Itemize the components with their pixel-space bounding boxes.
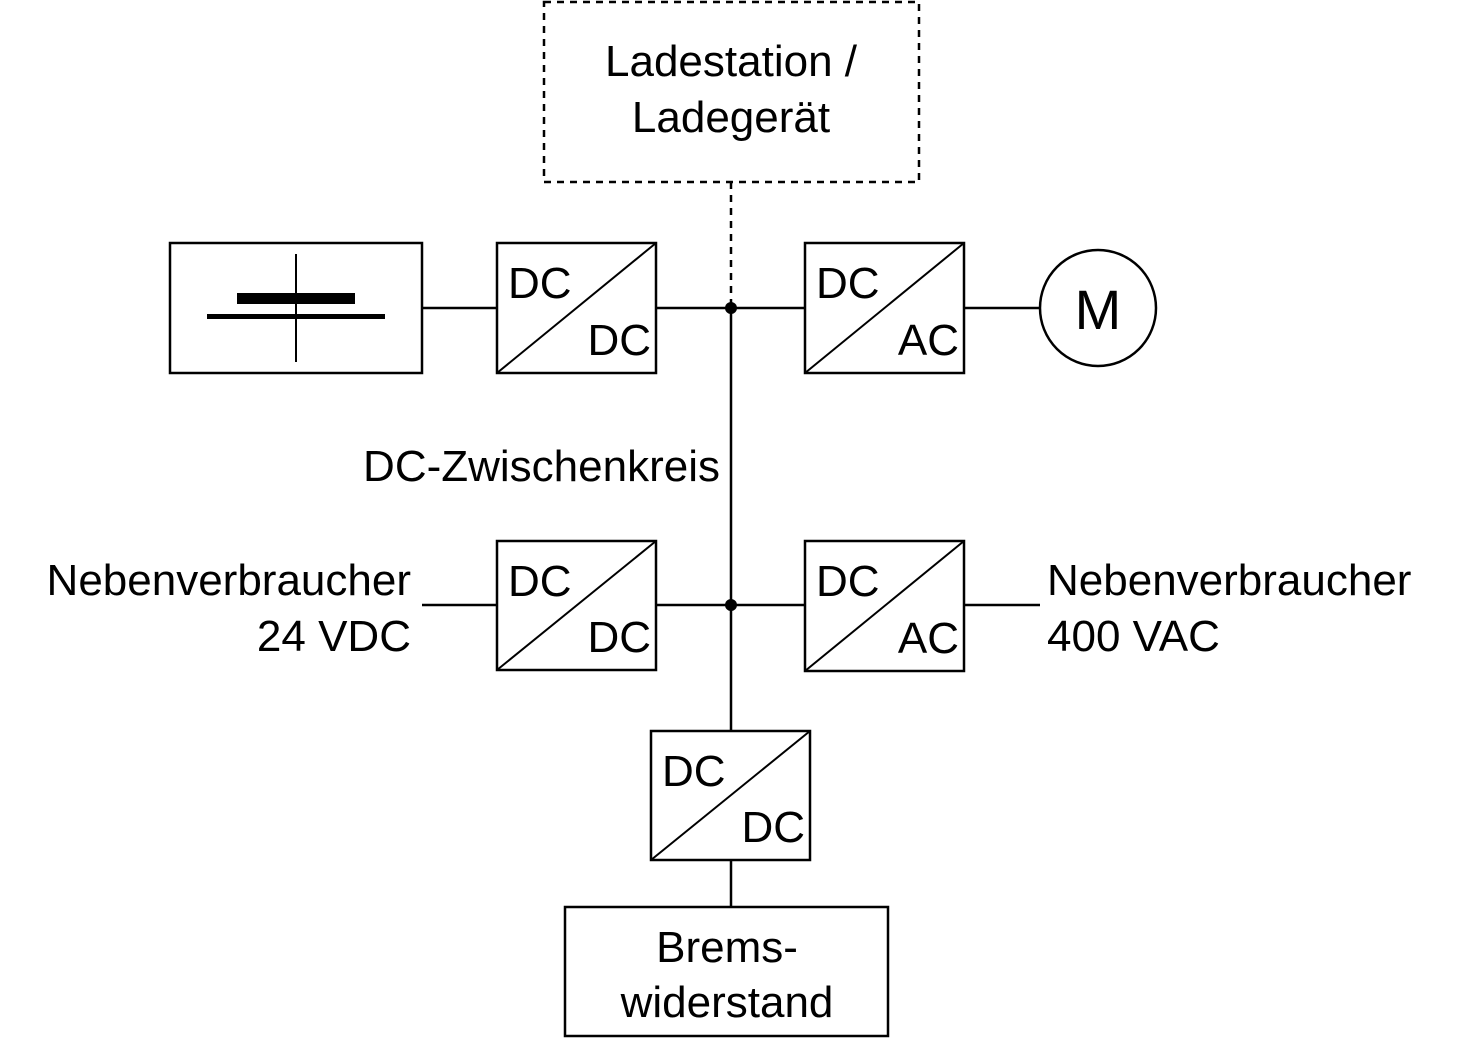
converter-output-label: DC — [587, 316, 651, 365]
charger-label-line1: Ladestation / — [605, 37, 858, 86]
converter-diagonal — [804, 540, 965, 672]
converter-battery-dcdc: DC DC — [495, 241, 658, 375]
converter-aux400-dcac: DC AC — [803, 539, 966, 673]
junction-dot-middle — [725, 599, 737, 611]
converter-input-label: DC — [816, 259, 880, 308]
converter-brake-dcdc: DC DC — [649, 729, 812, 862]
converter-diagonal — [650, 730, 811, 861]
converter-input-label: DC — [816, 557, 880, 606]
wires — [422, 182, 1040, 907]
converter-output-label: DC — [741, 803, 805, 852]
converter-input-label: DC — [508, 259, 572, 308]
brake-resistor-line1: Brems- — [656, 923, 798, 972]
charger-label-line2: Ladegerät — [632, 93, 830, 142]
motor: M — [1038, 248, 1158, 368]
converter-output-label: AC — [898, 316, 959, 365]
dc-link-label: DC-Zwischenkreis — [363, 442, 720, 491]
aux-left-line2: 24 VDC — [257, 612, 411, 661]
converter-diagonal — [496, 242, 657, 374]
battery-box — [168, 241, 424, 375]
converter-input-label: DC — [508, 557, 572, 606]
brake-resistor-line2: widerstand — [620, 978, 834, 1027]
converter-diagonal — [496, 540, 657, 671]
converter-output-label: DC — [587, 613, 651, 662]
converter-aux24-dcdc: DC DC — [495, 539, 658, 672]
brake-resistor-box: Brems- widerstand — [563, 905, 890, 1038]
converter-diagonal — [804, 242, 965, 374]
aux-consumer-24vdc-label: Nebenverbraucher 24 VDC — [47, 556, 411, 661]
converter-input-label: DC — [662, 747, 726, 796]
junction-dot-top — [725, 302, 737, 314]
motor-label: M — [1075, 278, 1122, 341]
aux-left-line1: Nebenverbraucher — [47, 556, 411, 605]
converter-motor-dcac: DC AC — [803, 241, 966, 375]
aux-consumer-400vac-label: Nebenverbraucher 400 VAC — [1047, 556, 1411, 661]
charger-box: Ladestation / Ladegerät — [542, 0, 921, 184]
aux-right-line2: 400 VAC — [1047, 612, 1220, 661]
aux-right-line1: Nebenverbraucher — [1047, 556, 1411, 605]
battery-symbol-icon — [207, 254, 385, 362]
converter-output-label: AC — [898, 614, 959, 663]
